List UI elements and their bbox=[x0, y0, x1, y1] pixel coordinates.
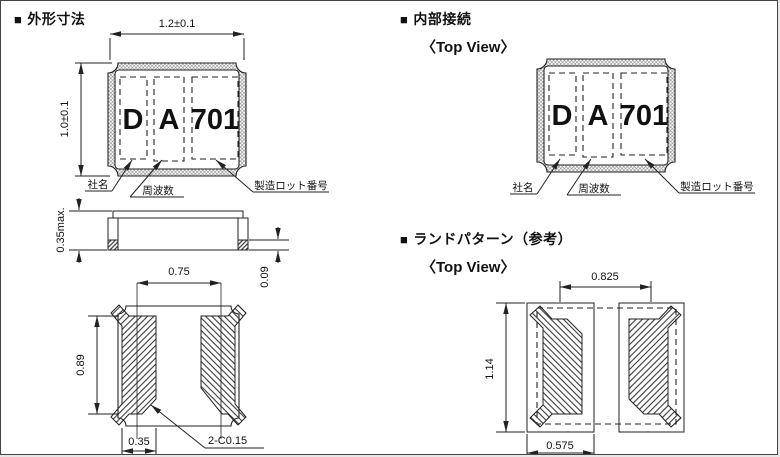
marking-company-char: D bbox=[552, 100, 573, 132]
label-company: 社名 bbox=[88, 178, 109, 191]
marking-company-char: D bbox=[123, 104, 144, 136]
package-outline-dashed bbox=[536, 307, 677, 425]
label-frequency: 周波数 bbox=[578, 182, 610, 195]
land-top-view-caption: 〈Top View〉 bbox=[421, 259, 516, 276]
marking-frequency-char: A bbox=[159, 104, 180, 136]
bottom-pad-left bbox=[110, 304, 157, 426]
section-bullet-icon: ■ bbox=[400, 232, 409, 247]
side-view-drawing: 0.35max. 0.09 bbox=[55, 198, 289, 288]
dim-pad-length: 0.89 bbox=[75, 354, 87, 375]
marking-area-frequency bbox=[153, 76, 185, 162]
marking-area-frequency bbox=[582, 72, 614, 158]
dim-package-width: 1.2±0.1 bbox=[159, 18, 196, 30]
internal-top-view-caption: 〈Top View〉 bbox=[421, 39, 516, 56]
marking-area-lot bbox=[620, 72, 668, 156]
marking-lot-chars: 701 bbox=[191, 104, 239, 136]
dim-land-width: 0.575 bbox=[546, 440, 574, 452]
dim-pad-width: 0.35 bbox=[128, 436, 149, 448]
dim-pad-pitch: 0.75 bbox=[168, 266, 189, 278]
section-title-internal: ■ 内部接続 bbox=[400, 9, 471, 29]
land-left bbox=[526, 302, 595, 433]
marking-frequency-char: A bbox=[588, 100, 609, 132]
marking-area-lot bbox=[191, 76, 239, 160]
dim-land-pitch: 0.825 bbox=[591, 271, 619, 283]
land-right bbox=[618, 302, 685, 433]
section-title-land-pattern: ■ ランドパターン（参考） bbox=[400, 229, 572, 249]
marking-lot-chars: 701 bbox=[620, 100, 668, 132]
package-body bbox=[107, 62, 247, 177]
label-lot: 製造ロット番号 bbox=[254, 179, 328, 192]
dim-package-thickness: 0.35max. bbox=[55, 207, 67, 252]
dim-terminal-height: 0.09 bbox=[259, 266, 271, 287]
dim-chamfer: 2-C0.15 bbox=[208, 435, 247, 447]
marking-area-company bbox=[119, 76, 148, 160]
marking-area-company bbox=[548, 72, 577, 156]
section-bullet-icon: ■ bbox=[400, 12, 409, 27]
section-title-outline: ■ 外形寸法 bbox=[14, 9, 85, 29]
label-lot: 製造ロット番号 bbox=[680, 180, 754, 193]
package-body bbox=[536, 58, 676, 173]
terminal-left bbox=[107, 239, 119, 251]
land-pad-right bbox=[628, 305, 682, 428]
label-company: 社名 bbox=[513, 181, 534, 194]
section-bullet-icon: ■ bbox=[14, 12, 23, 27]
dim-land-length: 1.14 bbox=[484, 358, 496, 379]
label-frequency: 周波数 bbox=[142, 184, 174, 197]
bottom-view-drawing: 0.75 0.89 0.35 2-C0.15 bbox=[75, 266, 264, 454]
bottom-pad-right bbox=[200, 304, 247, 426]
terminal-right bbox=[237, 239, 249, 251]
land-pad-left bbox=[529, 305, 583, 428]
section-title-land-label: ランドパターン（参考） bbox=[413, 231, 573, 247]
dim-package-height: 1.0±0.1 bbox=[59, 101, 71, 138]
land-pattern-drawing: 1.14 0.825 0.575 bbox=[484, 271, 685, 454]
section-title-internal-label: 内部接続 bbox=[413, 11, 472, 27]
internal-top-view-drawing: D A 701 社名 周波数 製造ロット番号 bbox=[510, 58, 755, 196]
section-title-outline-label: 外形寸法 bbox=[27, 11, 86, 27]
outline-top-view-drawing: D A 701 1.2±0.1 1.0±0.1 社名 周波数 製造ロット番号 bbox=[59, 18, 329, 198]
